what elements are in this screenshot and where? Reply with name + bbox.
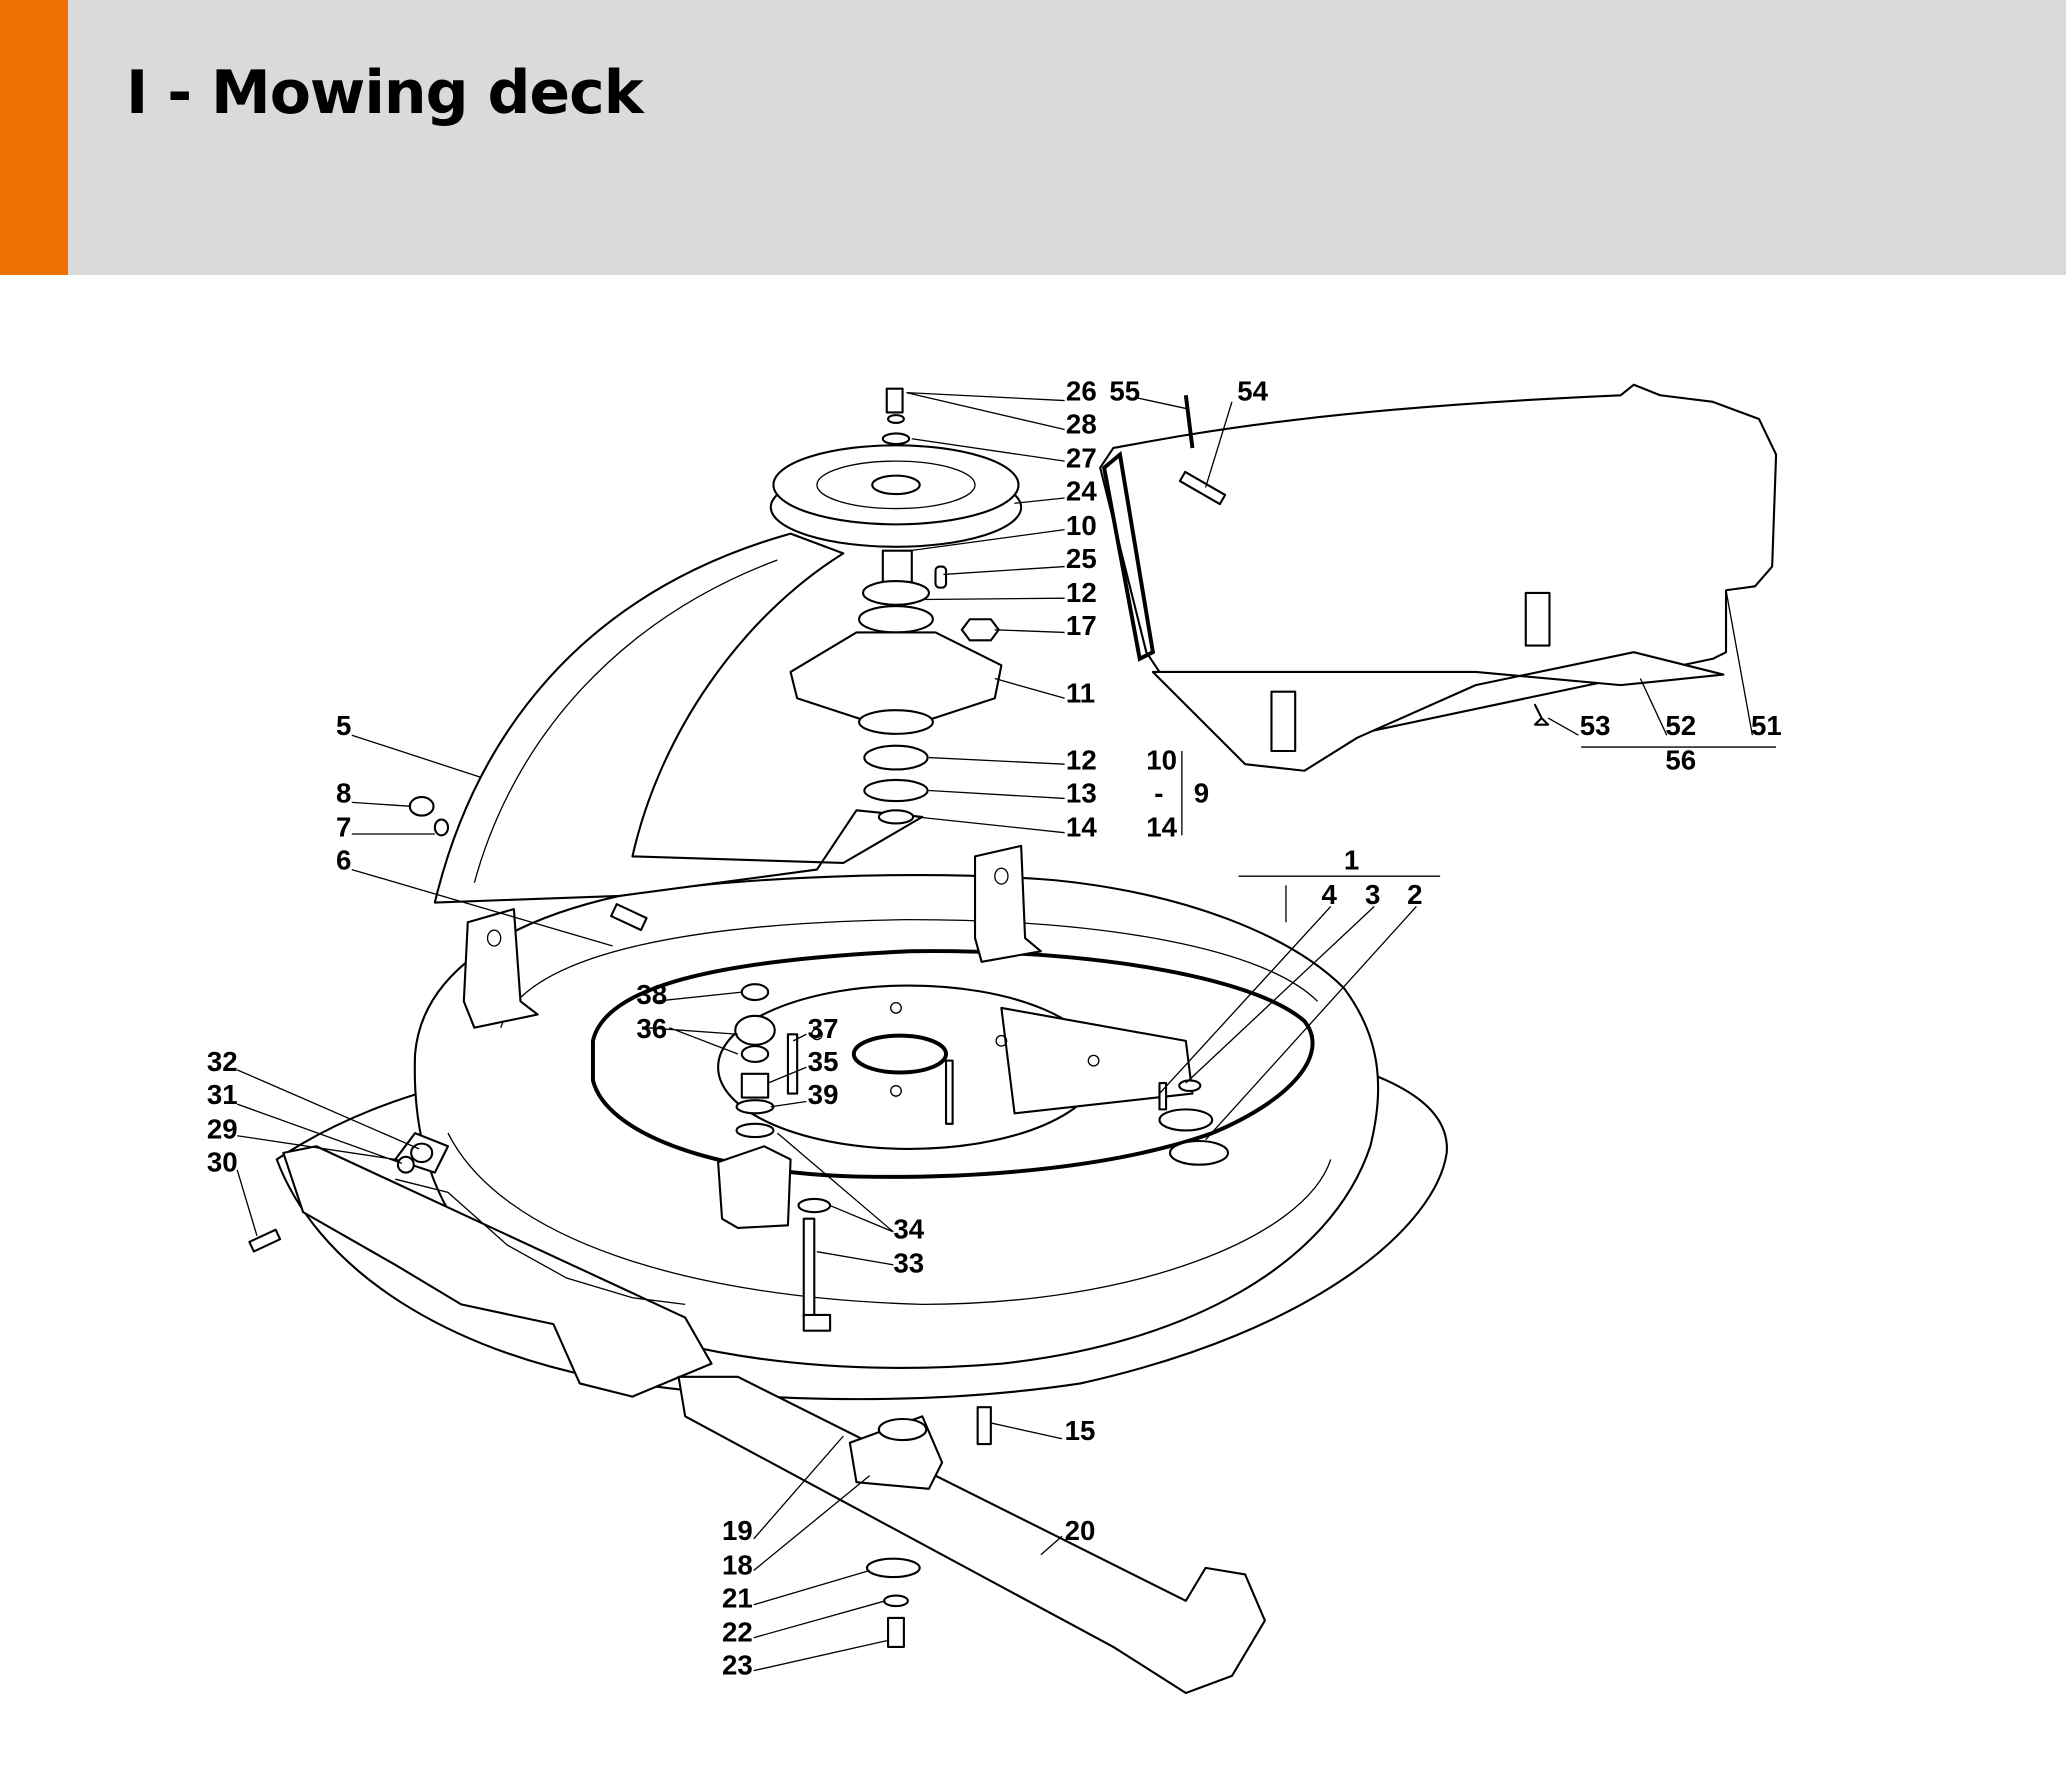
callout-15: 15 xyxy=(1065,1415,1096,1446)
deflector-flap xyxy=(282,1145,713,1398)
callout-33: 33 xyxy=(893,1248,924,1279)
callout-38: 38 xyxy=(636,979,667,1010)
callout-22: 22 xyxy=(722,1617,753,1648)
callout-8: 8 xyxy=(336,777,351,808)
callout-30: 30 xyxy=(207,1146,238,1177)
discharge-chute xyxy=(1099,383,1778,772)
pulley xyxy=(769,387,1023,548)
callout-19: 19 xyxy=(722,1515,753,1546)
callout-11: 11 xyxy=(1066,677,1095,708)
deck-housing xyxy=(413,874,1380,1369)
leader-lines xyxy=(236,391,1754,1672)
callout-25: 25 xyxy=(1066,543,1097,574)
callout-12: 12 xyxy=(1066,744,1097,775)
orange-accent-bar xyxy=(0,0,68,275)
callout-1: 1 xyxy=(1344,845,1359,876)
callout-29: 29 xyxy=(207,1113,238,1144)
callout-18: 18 xyxy=(722,1549,753,1580)
callout-17: 17 xyxy=(1066,610,1097,641)
callout-52: 52 xyxy=(1665,710,1696,741)
callout-31: 31 xyxy=(207,1079,238,1110)
callout-51: 51 xyxy=(1751,710,1782,741)
callout-37: 37 xyxy=(808,1013,839,1044)
callout-5: 5 xyxy=(336,710,351,741)
callout-28: 28 xyxy=(1066,408,1097,439)
group-9-to: 14 xyxy=(1146,812,1177,843)
callout-26: 26 xyxy=(1066,376,1097,407)
callout-4: 4 xyxy=(1322,879,1338,910)
callout-20: 20 xyxy=(1065,1515,1096,1546)
callout-55: 55 xyxy=(1109,376,1140,407)
callout-24: 24 xyxy=(1066,476,1097,507)
group-9-dash: - xyxy=(1154,777,1163,808)
callout-39: 39 xyxy=(808,1079,839,1110)
callout-35: 35 xyxy=(808,1046,839,1077)
callout-7: 7 xyxy=(336,812,351,843)
callout-12: 12 xyxy=(1066,577,1097,608)
callout-54: 54 xyxy=(1237,376,1268,407)
callout-3: 3 xyxy=(1365,879,1380,910)
callout-2: 2 xyxy=(1407,879,1422,910)
callout-36: 36 xyxy=(636,1013,667,1044)
callout-23: 23 xyxy=(722,1650,753,1681)
callout-21: 21 xyxy=(722,1582,753,1613)
callout-56: 56 xyxy=(1665,744,1696,775)
page-title: I - Mowing deck xyxy=(126,58,644,128)
callout-27: 27 xyxy=(1066,443,1097,474)
callout-13: 13 xyxy=(1066,777,1097,808)
callout-32: 32 xyxy=(207,1046,238,1077)
callout-34: 34 xyxy=(893,1213,924,1244)
callout-14: 14 xyxy=(1066,812,1097,843)
callout-10: 10 xyxy=(1066,510,1097,541)
group-9-label: 9 xyxy=(1194,777,1209,808)
callout-6: 6 xyxy=(336,845,351,876)
spindle-assembly xyxy=(789,549,1003,825)
hardware xyxy=(248,796,1230,1648)
callout-labels: 26 55 54 28 27 24 10 25 12 17 11 12 13 1… xyxy=(207,376,1782,1681)
blade xyxy=(677,1375,1266,1695)
deck-brackets xyxy=(462,844,1042,1230)
header-banner xyxy=(0,0,2066,275)
group-9-from: 10 xyxy=(1146,744,1177,775)
callout-53: 53 xyxy=(1580,710,1611,741)
